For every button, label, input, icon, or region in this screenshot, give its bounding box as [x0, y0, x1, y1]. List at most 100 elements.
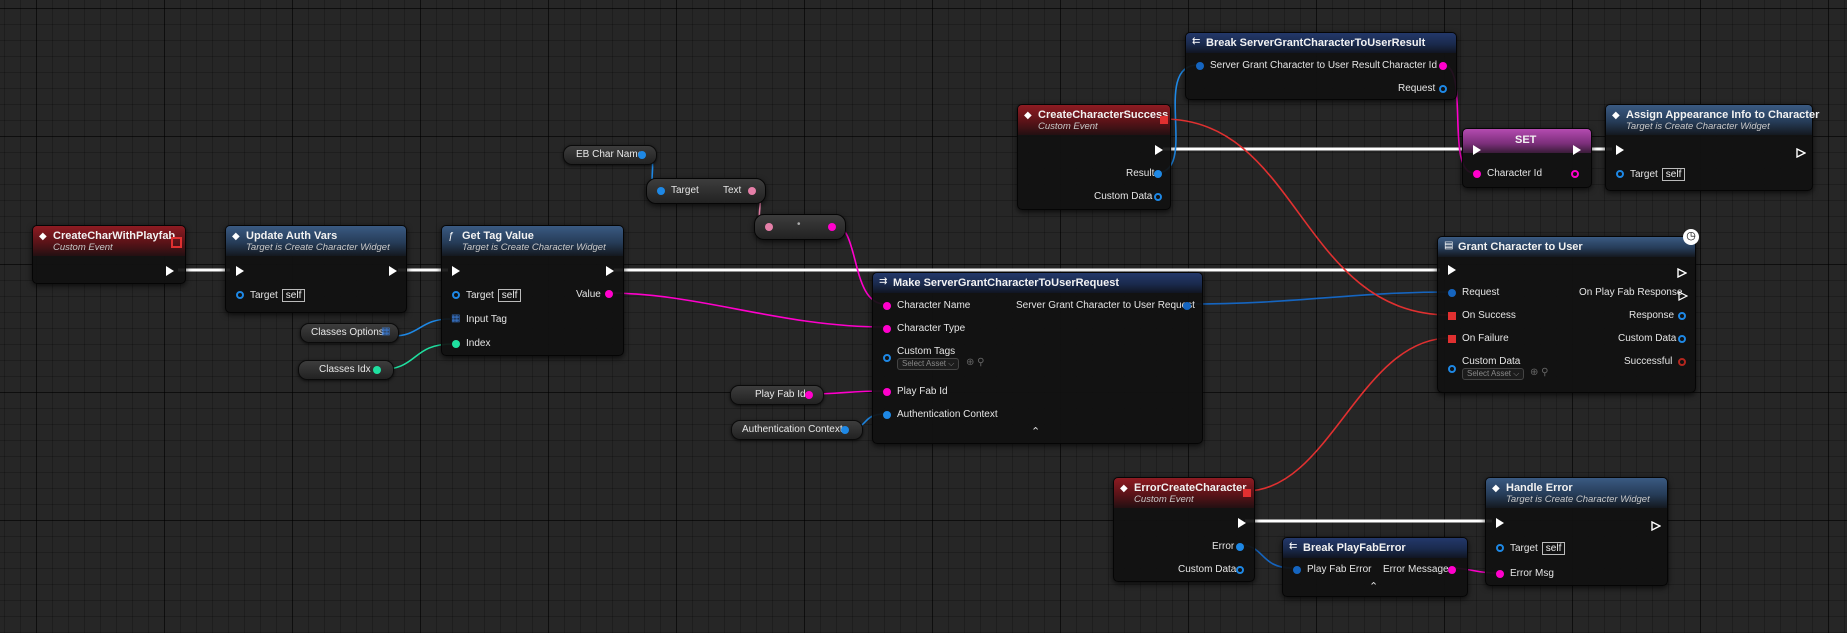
node-title: Update Auth Vars: [246, 230, 338, 242]
target-pin[interactable]: [452, 291, 460, 299]
get-text-node[interactable]: Target Text: [646, 178, 766, 204]
delegate-pin-icon[interactable]: [171, 237, 182, 248]
custom-data-pin[interactable]: [1448, 365, 1456, 373]
index-pin[interactable]: [452, 340, 460, 348]
variable-label: EB Char Name: [576, 149, 644, 160]
on-failure-label: On Failure: [1462, 333, 1509, 344]
exec-out-pin[interactable]: [606, 266, 614, 276]
grant-character-to-user-node[interactable]: ▤ Grant Character to User ◷ Request On S…: [1437, 229, 1699, 393]
on-playfab-response-pin[interactable]: [1678, 288, 1689, 301]
request-pin[interactable]: [1448, 289, 1456, 297]
variable-out-pin[interactable]: [805, 391, 813, 399]
exec-out-pin[interactable]: [1796, 145, 1807, 159]
assign-appearance-node[interactable]: ◆ Assign Appearance Info to Character Ta…: [1605, 104, 1819, 191]
handle-error-node[interactable]: ◆ Handle Error Target is Create Characte…: [1485, 477, 1668, 586]
exec-in-pin[interactable]: [1448, 265, 1456, 275]
variable-out-pin[interactable]: [373, 366, 381, 374]
create-char-with-playfab-node[interactable]: ◆ CreateCharWithPlayfab Custom Event: [32, 225, 186, 284]
exec-out-pin[interactable]: [1677, 265, 1688, 279]
value-label: Value: [576, 289, 601, 300]
output-pin[interactable]: [1183, 302, 1191, 310]
variable-out-pin[interactable]: [638, 151, 646, 159]
use-asset-icon[interactable]: ⊕ ⚲: [1530, 367, 1549, 378]
set-character-id-node[interactable]: SET Character Id: [1462, 128, 1592, 188]
array-grid-icon[interactable]: ▦: [451, 313, 461, 324]
select-asset-dropdown[interactable]: Select Asset ⌵: [897, 358, 960, 370]
create-character-success-node[interactable]: ◆ CreateCharacterSuccess Custom Event Re…: [1017, 104, 1171, 210]
error-create-character-node[interactable]: ◆ ErrorCreateCharacter Custom Event Erro…: [1113, 477, 1255, 582]
exec-in-pin[interactable]: [1473, 145, 1481, 155]
select-asset-label: Select Asset: [902, 359, 947, 368]
collapse-chevron-icon[interactable]: ⌃: [1369, 581, 1379, 593]
custom-tags-pin[interactable]: [883, 354, 891, 362]
get-tag-value-node[interactable]: ƒ Get Tag Value Target is Create Charact…: [441, 225, 624, 356]
character-id-pin[interactable]: [1439, 62, 1447, 70]
error-message-pin[interactable]: [1448, 566, 1456, 574]
character-name-pin[interactable]: [883, 302, 891, 310]
exec-out-pin[interactable]: [389, 266, 397, 276]
exec-in-pin[interactable]: [1616, 145, 1624, 155]
error-msg-pin[interactable]: [1496, 570, 1504, 578]
result-pin[interactable]: [1154, 170, 1162, 178]
error-pin[interactable]: [1236, 543, 1244, 551]
target-self-value[interactable]: self: [1661, 168, 1686, 181]
input-pin[interactable]: [1196, 62, 1204, 70]
on-failure-pin[interactable]: [1448, 335, 1456, 343]
response-pin[interactable]: [1678, 312, 1686, 320]
eb-char-name-getter[interactable]: EB Char Name: [563, 145, 657, 165]
classes-idx-getter[interactable]: Classes Idx: [298, 360, 394, 380]
target-pin[interactable]: [1616, 170, 1624, 178]
exec-in-pin[interactable]: [452, 266, 460, 276]
value-pin[interactable]: [605, 290, 613, 298]
target-pin[interactable]: [1496, 544, 1504, 552]
custom-data-pin[interactable]: [1154, 193, 1162, 201]
select-asset-dropdown[interactable]: Select Asset ⌵: [1462, 368, 1525, 380]
delegate-pin-icon[interactable]: [1160, 116, 1168, 124]
exec-out-pin[interactable]: [1651, 518, 1662, 532]
update-auth-vars-node[interactable]: ◆ Update Auth Vars Target is Create Char…: [225, 225, 407, 313]
break-grant-result-node[interactable]: ⇇ Break ServerGrantCharacterToUserResult…: [1185, 32, 1457, 100]
request-label: Request: [1462, 287, 1500, 298]
conversion-out-pin[interactable]: [828, 223, 836, 231]
node-title: CreateCharWithPlayfab: [53, 230, 176, 242]
character-id-in-pin[interactable]: [1473, 170, 1481, 178]
target-pin[interactable]: [657, 187, 665, 195]
variable-out-pin[interactable]: [841, 426, 849, 434]
exec-in-pin[interactable]: [236, 266, 244, 276]
play-fab-id-pin[interactable]: [883, 388, 891, 396]
successful-pin[interactable]: [1678, 358, 1686, 366]
request-pin[interactable]: [1439, 85, 1447, 93]
play-fab-id-getter[interactable]: Play Fab Id: [730, 385, 824, 405]
target-self-value[interactable]: self: [281, 289, 306, 302]
authentication-context-pin[interactable]: [883, 411, 891, 419]
break-playfab-error-node[interactable]: ⇇ Break PlayFabError Play Fab Error Erro…: [1282, 537, 1468, 597]
node-subtitle: Custom Event: [1134, 494, 1194, 505]
exec-in-pin[interactable]: [1496, 518, 1504, 528]
text-label: Text: [723, 185, 742, 196]
use-asset-icon[interactable]: ⊕ ⚲: [966, 357, 985, 368]
exec-out-pin[interactable]: [1155, 145, 1163, 155]
response-label: Response: [1629, 310, 1675, 321]
on-success-pin[interactable]: [1448, 312, 1456, 320]
target-self-value[interactable]: self: [1541, 542, 1566, 555]
text-to-string-conversion-node[interactable]: •: [754, 214, 846, 240]
classes-options-getter[interactable]: Classes Options ▦: [300, 323, 399, 343]
target-pin[interactable]: [236, 291, 244, 299]
exec-out-pin[interactable]: [1238, 518, 1246, 528]
collapse-chevron-icon[interactable]: ⌃: [1031, 426, 1041, 438]
target-self-value[interactable]: self: [497, 289, 522, 302]
custom-data-pin[interactable]: [1236, 566, 1244, 574]
delegate-pin-icon[interactable]: [1243, 489, 1251, 497]
play-fab-error-pin[interactable]: [1293, 566, 1301, 574]
character-type-pin[interactable]: [883, 325, 891, 333]
authentication-context-getter[interactable]: Authentication Context: [731, 420, 863, 440]
custom-data-out-pin[interactable]: [1678, 335, 1686, 343]
character-id-out-pin[interactable]: [1571, 170, 1579, 178]
conversion-in-pin[interactable]: [765, 223, 773, 231]
exec-out-pin[interactable]: [166, 266, 174, 276]
exec-out-pin[interactable]: [1573, 145, 1581, 155]
text-out-pin[interactable]: [748, 187, 756, 195]
make-grant-request-node[interactable]: ⇉ Make ServerGrantCharacterToUserRequest…: [872, 272, 1203, 444]
